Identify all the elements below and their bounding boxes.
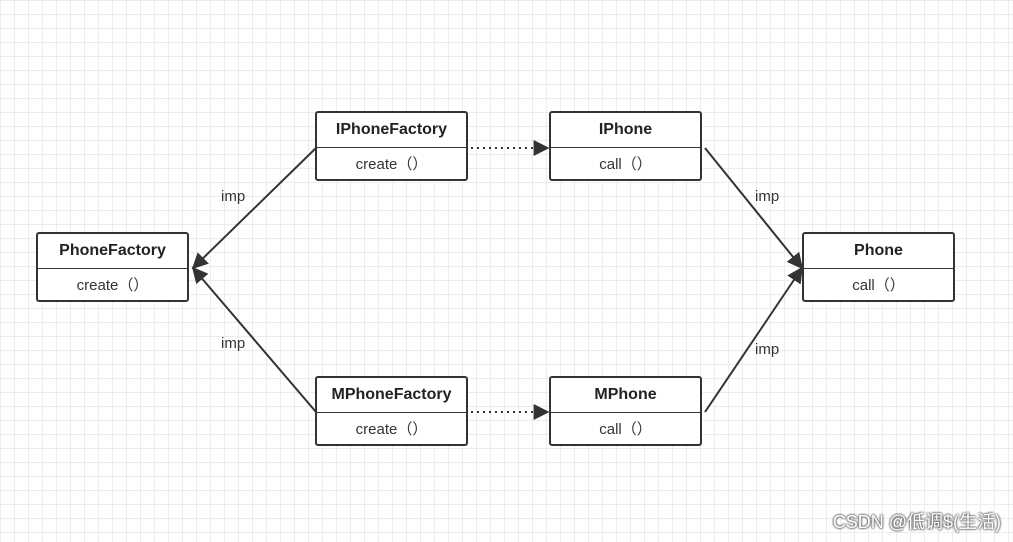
- edge-label-imp: imp: [221, 335, 246, 352]
- watermark: CSDN @低调$(生活): [832, 512, 1001, 532]
- class-title: Phone: [804, 234, 953, 269]
- class-method: create（）: [76, 277, 149, 294]
- edge-iphone-phone: [704, 147, 804, 270]
- class-title: MPhoneFactory: [317, 378, 466, 413]
- class-title: MPhone: [551, 378, 700, 413]
- class-method: call（）: [599, 421, 652, 438]
- class-title: IPhone: [551, 113, 700, 148]
- class-method: call（）: [599, 156, 652, 173]
- edge-label-imp: imp: [755, 188, 780, 205]
- edge-mphonefactory-phonefactory: [191, 266, 317, 413]
- class-method: create（）: [355, 421, 428, 438]
- edge-label-imp: imp: [755, 341, 780, 358]
- edge-label-imp: imp: [221, 188, 246, 205]
- edge-mphone-phone: [704, 266, 803, 413]
- class-box-mphonefactory[interactable]: MPhoneFactory create（）: [315, 376, 468, 446]
- class-box-phonefactory[interactable]: PhoneFactory create（）: [36, 232, 189, 302]
- class-box-iphonefactory[interactable]: IPhoneFactory create（）: [315, 111, 468, 181]
- class-method: create（）: [355, 156, 428, 173]
- class-title: IPhoneFactory: [317, 113, 466, 148]
- class-box-iphone[interactable]: IPhone call（）: [549, 111, 702, 181]
- class-title: PhoneFactory: [38, 234, 187, 269]
- class-box-phone[interactable]: Phone call（）: [802, 232, 955, 302]
- class-method: call（）: [852, 277, 905, 294]
- edge-iphonefactory-phonefactory: [191, 147, 317, 270]
- class-box-mphone[interactable]: MPhone call（）: [549, 376, 702, 446]
